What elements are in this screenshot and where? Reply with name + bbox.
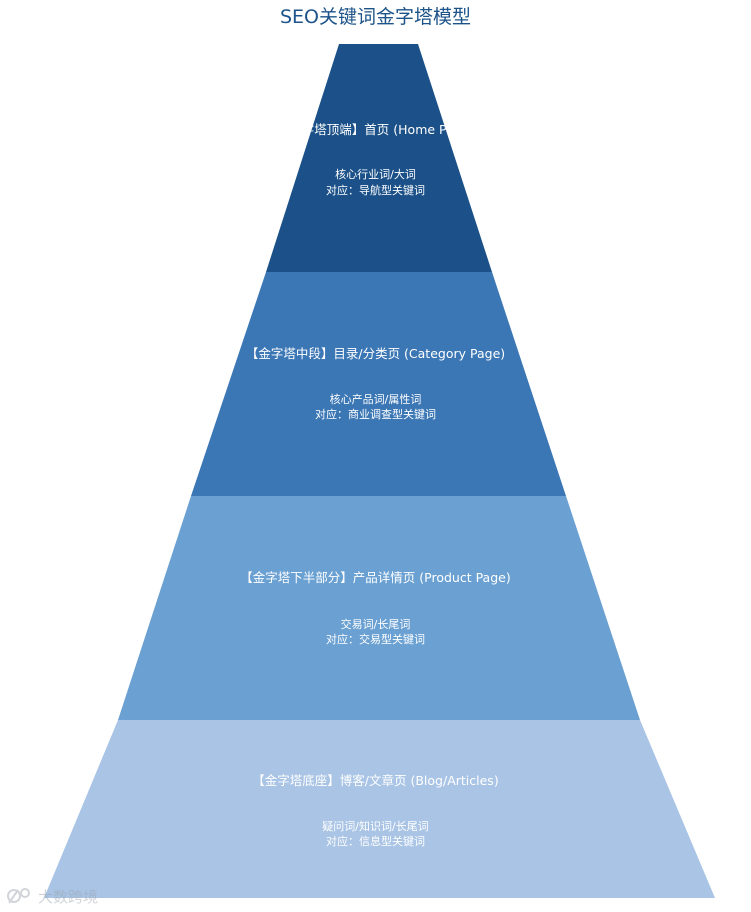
tier-lower-keyword-type: 对应：交易型关键词: [326, 633, 425, 646]
tier-middle-keyword-type: 对应：商业调查型关键词: [315, 408, 436, 421]
tier-top-clip: 【金字塔顶端】首页 (Home Page) 核心行业词/大词 对应：导航型关键词: [266, 44, 492, 272]
tier-top-keyword-type: 对应：导航型关键词: [326, 184, 425, 197]
tier-lower-keywords: 交易词/长尾词: [340, 618, 411, 631]
pyramid-tier-base: [44, 720, 715, 898]
tier-middle-keywords: 核心产品词/属性词: [329, 393, 422, 406]
tier-top-keywords: 核心行业词/大词: [335, 168, 416, 181]
tier-lower-heading: 【金字塔下半部分】产品详情页 (Product Page): [240, 570, 511, 585]
pyramid-tier-middle: [191, 272, 566, 496]
tier-base-keywords: 疑问词/知识词/长尾词: [322, 820, 429, 833]
tier-base-heading: 【金字塔底座】博客/文章页 (Blog/Articles): [252, 773, 499, 788]
tier-top-heading: 【金字塔顶端】首页 (Home Page): [276, 122, 475, 137]
tier-middle-heading: 【金字塔中段】目录/分类页 (Category Page): [245, 346, 506, 361]
tier-base-keyword-type: 对应：信息型关键词: [326, 835, 425, 848]
brand-logo-icon: [7, 888, 30, 904]
pyramid-tier-top: [266, 44, 492, 272]
watermark: 大数跨境: [6, 884, 98, 908]
tier-top-text: 【金字塔顶端】首页 (Home Page) 核心行业词/大词 对应：导航型关键词: [0, 44, 751, 272]
watermark-text: 大数跨境: [38, 887, 99, 906]
pyramid-tier-lower: [118, 496, 640, 720]
diagram-title: SEO关键词金字塔模型: [279, 6, 472, 28]
